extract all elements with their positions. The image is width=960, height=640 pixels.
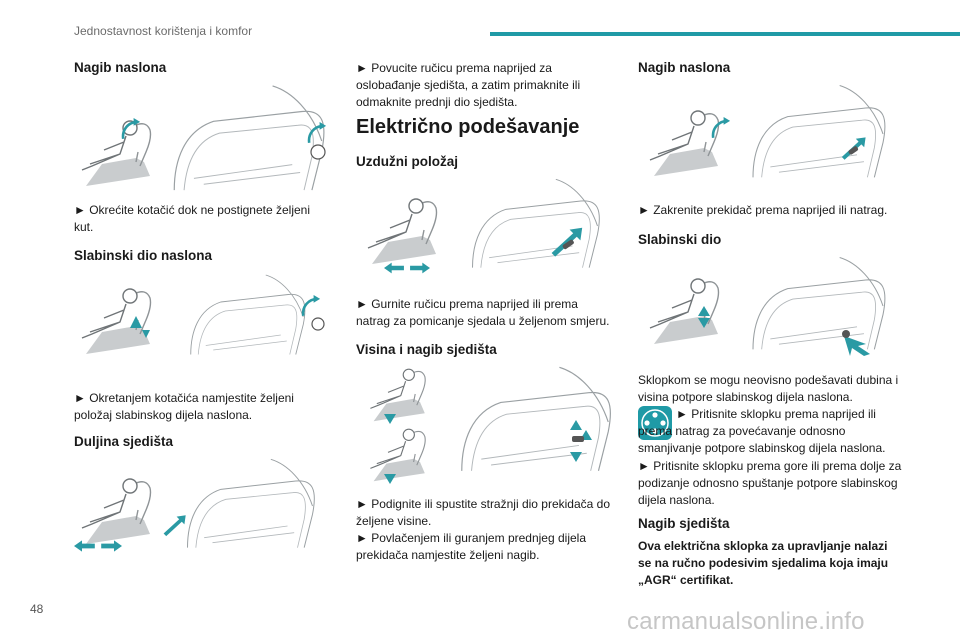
illustration-fore-aft xyxy=(356,176,618,278)
heading-backrest-tilt-electric: Nagib naslona xyxy=(638,60,731,75)
text-backrest-tilt: ► Okrećite kotačić dok ne postignete žel… xyxy=(74,203,310,234)
text-agr-note: Ova električna sklopka za upravljanje na… xyxy=(638,539,889,587)
text-lumbar-switch: Sklopkom se mogu neovisno podešavati dub… xyxy=(638,373,899,404)
heading-lumbar-electric: Slabinski dio xyxy=(638,232,722,247)
illustration-lumbar-electric xyxy=(638,254,904,360)
text-height-raise: ► Podignite ili spustite stražnji dio pr… xyxy=(356,497,611,528)
text-tilt-adjust: ► Povlačenjem ili guranjem prednjeg dije… xyxy=(356,531,586,562)
header-accent-bar xyxy=(490,32,960,36)
heading-lumbar: Slabinski dio naslona xyxy=(74,248,213,263)
text-lumbar-height: ► Pritisnite sklopku prema gore ili prem… xyxy=(638,459,902,507)
heading-seat-length: Duljina sjedišta xyxy=(74,434,174,449)
lumbar-switch-icon xyxy=(638,406,672,440)
illustration-height-tilt xyxy=(356,362,618,484)
page-number: 48 xyxy=(30,602,44,616)
heading-backrest-tilt: Nagib naslona xyxy=(74,60,167,75)
section-header: Jednostavnost korištenja i komfor xyxy=(74,24,253,38)
text-seat-length: ► Povucite ručicu prema naprijed za oslo… xyxy=(356,61,581,109)
text-backrest-tilt-electric: ► Zakrenite prekidač prema naprijed ili … xyxy=(638,203,888,217)
heading-height-tilt: Visina i nagib sjedišta xyxy=(356,342,497,357)
text-fore-aft: ► Gurnite ručicu prema naprijed ili prem… xyxy=(356,297,610,328)
illustration-seat-length xyxy=(74,456,332,558)
heading-seat-tilt: Nagib sjedišta xyxy=(638,516,730,531)
text-lumbar-depth: ► Pritisnite sklopku prema naprijed ili … xyxy=(638,407,886,455)
illustration-lumbar xyxy=(74,272,332,364)
text-lumbar: ► Okretanjem kotačića namjestite željeni… xyxy=(74,391,294,422)
heading-electric-adjustment: Električno podešavanje xyxy=(356,116,580,138)
heading-fore-aft: Uzdužni položaj xyxy=(356,154,458,169)
watermark: carmanualsonline.info xyxy=(627,608,865,635)
illustration-backrest-tilt xyxy=(74,82,332,200)
illustration-backrest-tilt-electric xyxy=(638,82,904,188)
